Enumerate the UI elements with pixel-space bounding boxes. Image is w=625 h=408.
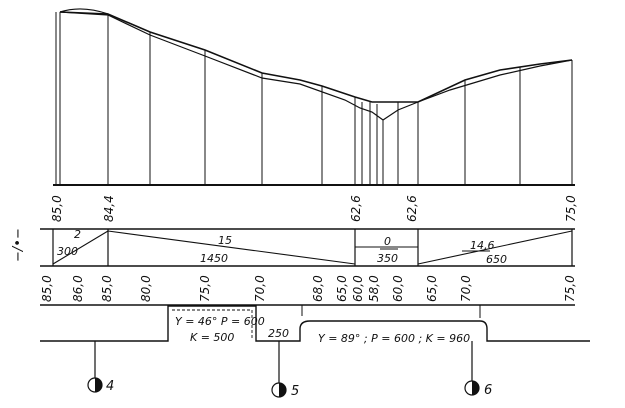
grade-value: 14,6 bbox=[470, 239, 495, 252]
side-mark: −/•− bbox=[11, 228, 26, 262]
design-elevation: 75,0 bbox=[563, 275, 577, 302]
curve-2-params: Y = 89° ; P = 600 ; K = 960 bbox=[318, 332, 470, 345]
benchmark-fill bbox=[95, 378, 102, 392]
design-elevation: 86,0 bbox=[71, 275, 85, 302]
benchmark-fill bbox=[472, 381, 479, 395]
design-elevation: 65,0 bbox=[335, 275, 349, 302]
ground-elevation: 75,0 bbox=[564, 195, 578, 222]
ground-elevation: 85,0 bbox=[50, 195, 64, 222]
ground-elevation: 62,6 bbox=[405, 195, 419, 222]
grade-value: 0 bbox=[384, 235, 391, 248]
benchmark-fill bbox=[279, 383, 286, 397]
grade-value: 2 bbox=[74, 228, 81, 241]
curve-1-label: Y = 46° P = 600 K = 500 bbox=[175, 315, 265, 344]
design-elevation: 65,0 bbox=[425, 275, 439, 302]
benchmark-5: 5 bbox=[271, 382, 299, 399]
curve-1-radius: K = 500 bbox=[190, 331, 234, 344]
design-elevation: 68,0 bbox=[311, 275, 325, 302]
benchmark-6: 6 bbox=[464, 380, 492, 398]
profile-lines bbox=[53, 8, 575, 186]
design-elevation: 58,0 bbox=[367, 275, 381, 302]
plan-line bbox=[40, 305, 590, 342]
ground-elevation: 62,6 bbox=[349, 195, 363, 222]
design-elevation: 80,0 bbox=[139, 275, 153, 302]
ground-elevation-row: 85,0 84,4 62,6 62,6 75,0 bbox=[50, 195, 578, 222]
design-elevation-row: 85,0 86,0 85,0 80,0 75,0 70,0 68,0 65,0 … bbox=[40, 275, 577, 302]
benchmark-number: 6 bbox=[484, 383, 492, 398]
grade-length: 350 bbox=[377, 252, 398, 265]
grades-strip bbox=[40, 228, 575, 267]
profile-ordinates bbox=[55, 12, 573, 185]
benchmark-number: 5 bbox=[291, 384, 299, 399]
grade-value: 15 bbox=[218, 234, 232, 247]
design-elevation: 75,0 bbox=[198, 275, 212, 302]
benchmark-4: 4 bbox=[87, 377, 114, 394]
curve-1-params: Y = 46° P = 600 bbox=[175, 315, 265, 328]
design-elevation: 85,0 bbox=[100, 275, 114, 302]
design-elevation: 60,0 bbox=[391, 275, 405, 302]
benchmark-lines bbox=[94, 341, 473, 383]
ground-elevation: 84,4 bbox=[102, 195, 116, 222]
design-elevation: 70,0 bbox=[253, 275, 267, 302]
design-elevation: 70,0 bbox=[459, 275, 473, 302]
benchmark-number: 4 bbox=[106, 379, 114, 394]
grade-length: 650 bbox=[486, 253, 507, 266]
straight-length: 250 bbox=[268, 327, 289, 340]
design-elevation: 60,0 bbox=[351, 275, 365, 302]
design-elevation: 85,0 bbox=[40, 275, 54, 302]
grade-length: 1450 bbox=[200, 252, 228, 265]
grade-length: 300 bbox=[57, 245, 78, 258]
